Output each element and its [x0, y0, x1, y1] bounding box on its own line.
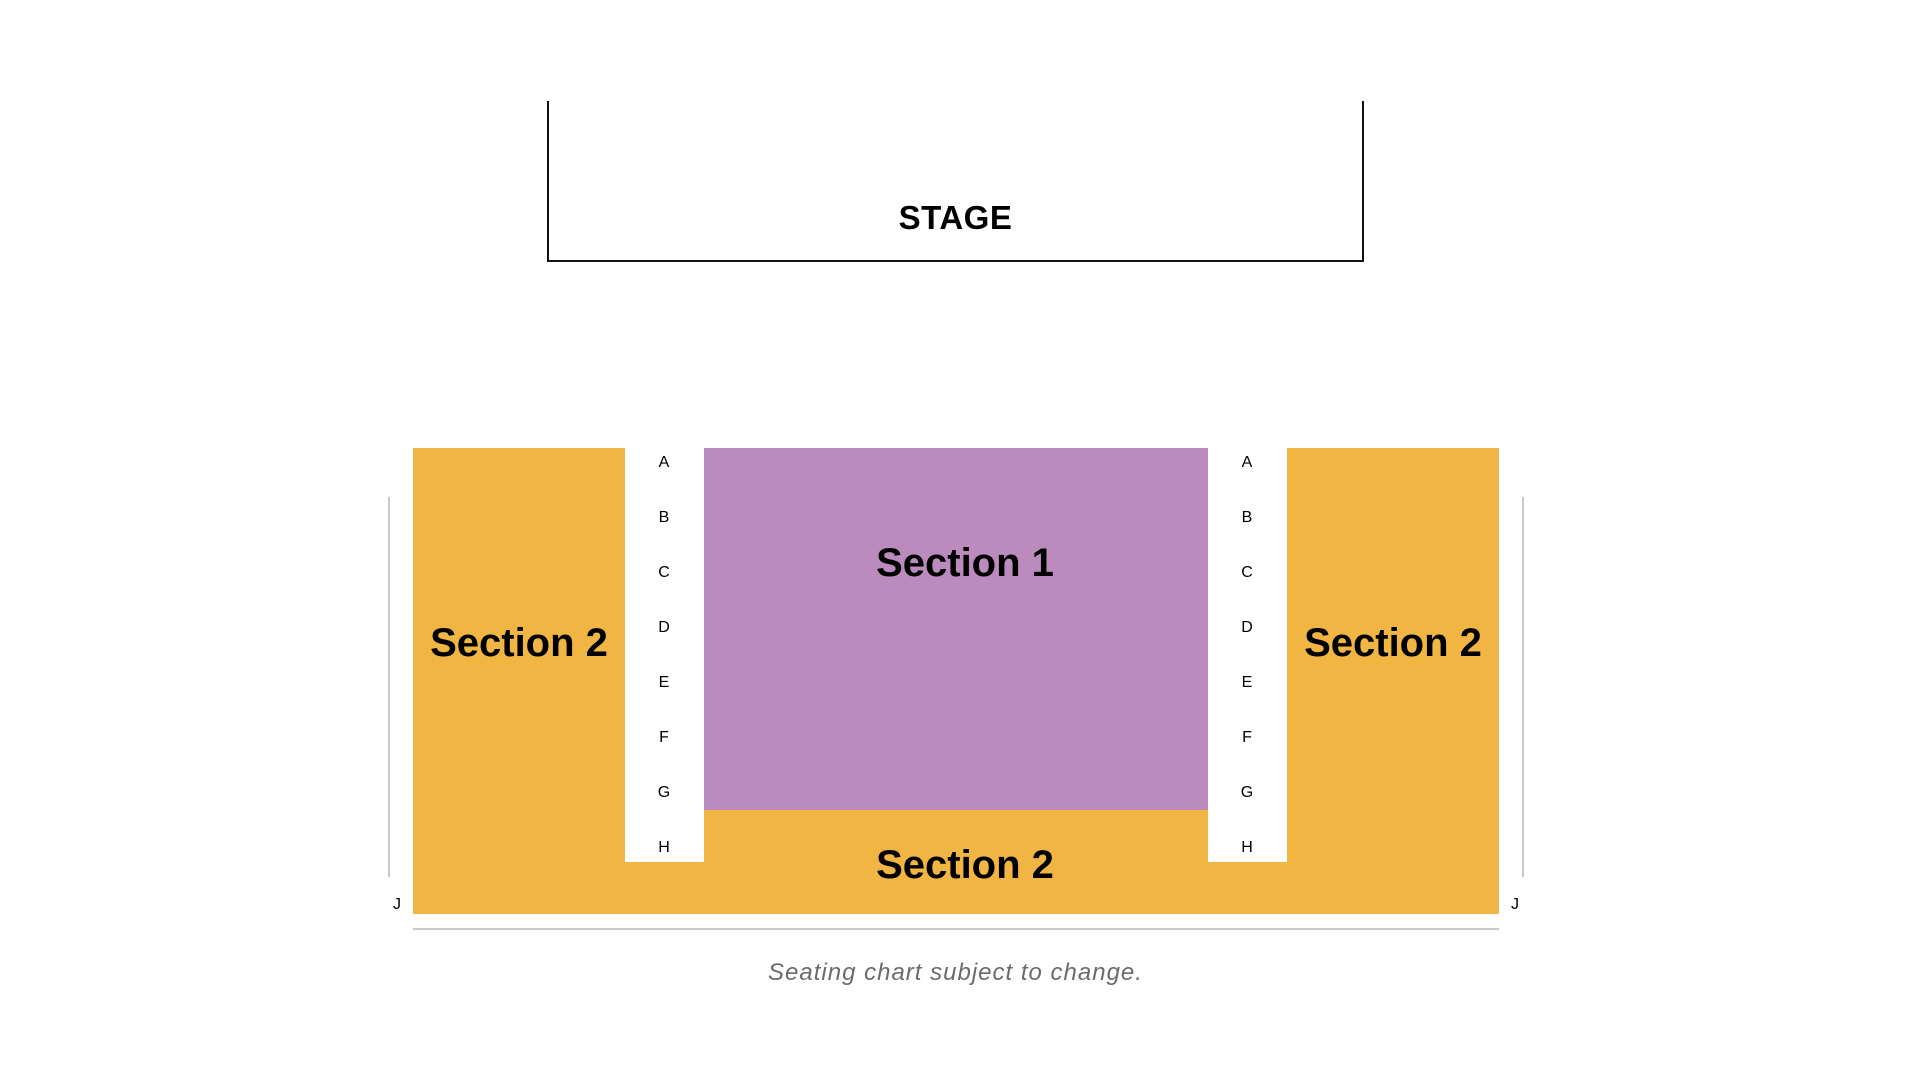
left-aisle	[625, 448, 704, 862]
stage-outline	[547, 101, 1364, 262]
row-label-left: C	[658, 564, 670, 581]
left-side-guide-line	[388, 497, 390, 877]
row-label-right: F	[1242, 729, 1252, 746]
row-label-right: G	[1240, 784, 1254, 801]
row-label-left: H	[658, 839, 670, 856]
section-1-label: Section 1	[876, 541, 1054, 585]
row-label-j-left: J	[393, 896, 401, 913]
row-label-left: E	[658, 674, 670, 691]
row-label-right: D	[1241, 619, 1253, 636]
row-label-left: D	[658, 619, 670, 636]
row-label-right: C	[1241, 564, 1253, 581]
row-label-right: H	[1241, 839, 1253, 856]
disclaimer-caption: Seating chart subject to change.	[768, 959, 1143, 986]
section-1-area[interactable]	[704, 448, 1208, 810]
section-2-right-label: Section 2	[1304, 621, 1482, 665]
row-label-j-right: J	[1511, 896, 1519, 913]
right-aisle	[1208, 448, 1287, 862]
right-side-guide-line	[1522, 497, 1524, 877]
section-2-left-label: Section 2	[430, 621, 608, 665]
row-label-left: A	[658, 454, 670, 471]
row-label-right: B	[1241, 509, 1253, 526]
row-label-right: A	[1241, 454, 1253, 471]
row-label-left: G	[657, 784, 671, 801]
row-label-right: E	[1241, 674, 1253, 691]
stage-label: STAGE	[898, 199, 1013, 236]
section-2-bottom-label: Section 2	[876, 843, 1054, 887]
row-label-left: F	[659, 729, 669, 746]
bottom-guide-line	[413, 928, 1499, 930]
row-label-left: B	[658, 509, 670, 526]
